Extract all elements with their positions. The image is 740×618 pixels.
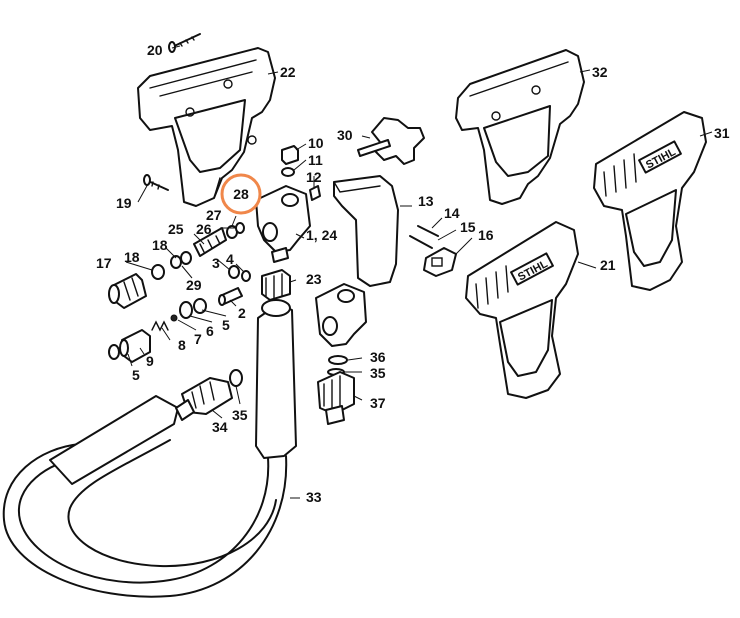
label-8: 8 xyxy=(178,337,186,353)
part-33-hose[interactable] xyxy=(2,395,288,598)
label-21: 21 xyxy=(600,257,616,273)
label-14: 14 xyxy=(444,205,460,221)
label-11: 11 xyxy=(308,152,323,168)
part-12-nozzle[interactable] xyxy=(309,185,321,201)
label-36: 36 xyxy=(370,349,386,365)
part-11-o-ring[interactable] xyxy=(281,167,295,177)
label-12: 12 xyxy=(306,169,322,185)
part-labels: 20 22 32 31 30 10 11 12 19 13 27 14 25 2… xyxy=(96,42,730,505)
label-33: 33 xyxy=(306,489,322,505)
label-7: 7 xyxy=(194,331,202,347)
label-34: 34 xyxy=(212,419,228,435)
part-10-plug[interactable] xyxy=(281,145,299,165)
part-18-o-ring-upper[interactable] xyxy=(170,255,182,269)
part-21-handle-shell[interactable]: STIHL xyxy=(465,221,579,399)
label-27: 27 xyxy=(206,207,222,223)
part-29-o-ring[interactable] xyxy=(180,251,192,265)
part-36-o-ring[interactable] xyxy=(328,355,348,365)
label-16: 16 xyxy=(478,227,494,243)
label-15: 15 xyxy=(460,219,476,235)
label-13: 13 xyxy=(418,193,434,209)
label-35-left: 35 xyxy=(232,407,248,423)
label-9: 9 xyxy=(146,353,154,369)
part-13-trigger[interactable] xyxy=(333,175,399,287)
leader-lines xyxy=(125,45,713,499)
label-18-upper: 18 xyxy=(152,237,168,253)
part-9-fitting[interactable] xyxy=(119,329,151,363)
label-17: 17 xyxy=(96,255,112,271)
label-31: 31 xyxy=(714,125,730,141)
part-31-handle-shell[interactable]: STIHL xyxy=(593,111,707,291)
label-35-right: 35 xyxy=(370,365,386,381)
label-5-upper: 5 xyxy=(222,317,230,333)
part-14-pin[interactable] xyxy=(417,225,439,237)
label-5-lower: 5 xyxy=(132,367,140,383)
part-6-seal[interactable] xyxy=(179,301,193,319)
part-22-handle-half[interactable] xyxy=(137,47,276,207)
label-18-lower: 18 xyxy=(124,249,140,265)
highlight-marker-28[interactable]: 28 xyxy=(220,173,262,215)
label-23: 23 xyxy=(306,271,322,287)
part-1-24-valve-body[interactable] xyxy=(255,185,311,263)
part-32-handle-half[interactable] xyxy=(455,49,585,205)
part-5-o-ring-upper[interactable] xyxy=(193,298,207,314)
part-37-fitting[interactable] xyxy=(317,371,355,425)
label-10: 10 xyxy=(308,135,324,151)
part-30-star-knob[interactable] xyxy=(357,117,425,165)
part-19-screw[interactable] xyxy=(143,174,169,191)
label-19: 19 xyxy=(116,195,132,211)
part-23-fitting[interactable] xyxy=(261,269,291,301)
label-32: 32 xyxy=(592,64,608,80)
label-37: 37 xyxy=(370,395,386,411)
part-25-nozzle-insert[interactable] xyxy=(193,227,227,257)
label-30: 30 xyxy=(337,127,353,143)
label-25: 25 xyxy=(168,221,184,237)
label-3: 3 xyxy=(212,255,220,271)
part-3-washer[interactable] xyxy=(228,265,240,279)
part-35-o-ring-left[interactable] xyxy=(229,369,243,387)
label-22: 22 xyxy=(280,64,296,80)
part-5-o-ring-lower[interactable] xyxy=(108,344,120,360)
label-26: 26 xyxy=(196,221,212,237)
part-2-valve-stem[interactable] xyxy=(218,287,243,306)
part-26-o-ring[interactable] xyxy=(235,222,245,234)
part-8-spring[interactable] xyxy=(151,320,169,332)
label-1-24: 1, 24 xyxy=(306,227,337,243)
label-29: 29 xyxy=(186,277,202,293)
part-7-ball[interactable] xyxy=(170,314,178,322)
part-34-coupling[interactable] xyxy=(175,377,233,421)
label-6: 6 xyxy=(206,323,214,339)
part-17-nipple[interactable] xyxy=(108,273,147,309)
part-4-washer[interactable] xyxy=(241,270,251,282)
part-36-valve-body[interactable] xyxy=(315,283,367,347)
label-20: 20 xyxy=(147,42,163,58)
label-4: 4 xyxy=(226,251,234,267)
svg-text:28: 28 xyxy=(233,186,249,202)
part-33-hose-sleeve[interactable] xyxy=(255,299,297,459)
part-16-lock[interactable] xyxy=(423,247,457,277)
part-20-screw[interactable] xyxy=(168,33,201,53)
label-2: 2 xyxy=(238,305,246,321)
part-18-o-ring-lower[interactable] xyxy=(151,264,165,280)
part-15-pin[interactable] xyxy=(409,235,433,249)
